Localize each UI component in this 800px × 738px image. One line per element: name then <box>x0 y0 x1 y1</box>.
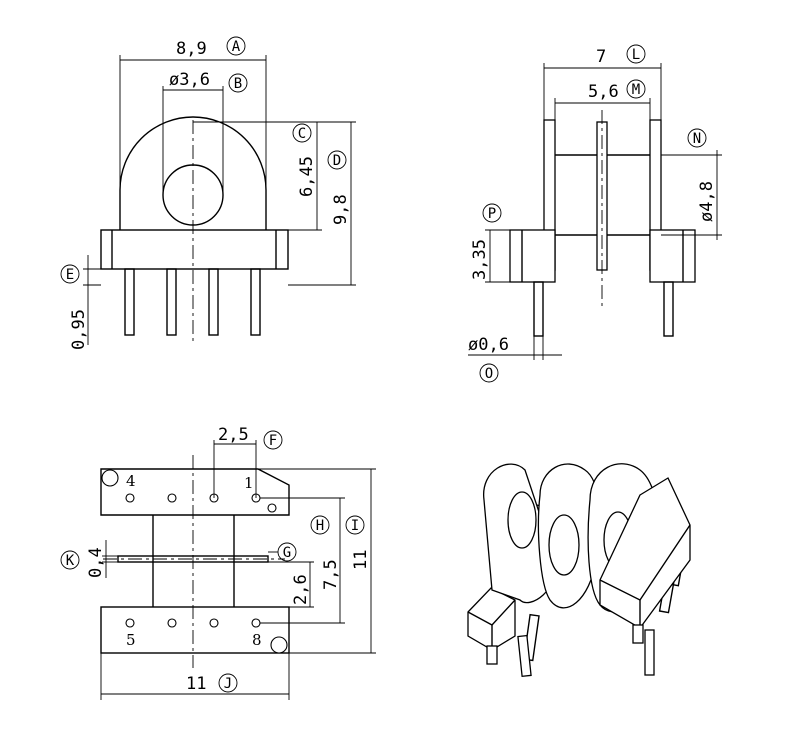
marker-h: H <box>316 518 324 534</box>
bottom-view-bottom-plate <box>100 606 290 654</box>
front-view: 8,9 A ø3,6 B 6,45 C 9,8 D 0,95 E <box>60 36 356 350</box>
side-view-base-right <box>649 229 696 283</box>
dim-f-value: 2,5 <box>218 425 249 445</box>
dim-n-value: ø4,8 <box>697 181 717 222</box>
marker-c: C <box>298 126 306 142</box>
marker-e: E <box>66 267 74 283</box>
marker-n: N <box>693 131 701 147</box>
marker-j: J <box>224 676 232 692</box>
mounting-hole <box>270 636 288 654</box>
marker-p: P <box>488 206 496 222</box>
pin-number-8: 8 <box>252 631 262 649</box>
dim-i-value: 11 <box>351 550 371 570</box>
marker-d: D <box>333 153 341 169</box>
front-view-pin <box>124 268 135 336</box>
dim-m-value: 5,6 <box>588 82 619 102</box>
pin-hole <box>125 493 135 503</box>
dim-c-value: 6,45 <box>297 156 317 197</box>
mounting-hole <box>101 469 119 487</box>
pin-hole <box>251 618 261 628</box>
pin-hole <box>125 618 135 628</box>
bottom-view-top-plate <box>100 468 290 516</box>
marker-g: G <box>283 545 291 561</box>
marker-f: F <box>269 433 277 449</box>
marker-a: A <box>232 39 241 55</box>
front-view-pin <box>166 268 177 336</box>
marker-l: L <box>632 47 640 63</box>
dim-o-value: ø0,6 <box>468 335 509 355</box>
side-view-pin <box>663 281 674 337</box>
pin-hole <box>209 618 219 628</box>
dim-k-value: 0,4 <box>86 547 106 578</box>
dim-b-value: ø3,6 <box>169 70 210 90</box>
dim-l-value: 7 <box>596 47 606 67</box>
pin-hole <box>167 618 177 628</box>
pin-number-4: 4 <box>126 472 136 490</box>
side-view-base-left <box>509 229 556 283</box>
pin-number-1: 1 <box>244 474 254 492</box>
pin-number-5: 5 <box>126 631 136 649</box>
marker-i: I <box>351 518 359 534</box>
dim-p-value: 3,35 <box>470 239 490 280</box>
pin-hole <box>167 493 177 503</box>
marker-o: O <box>485 366 493 382</box>
dim-2-6-value: 2,6 <box>291 574 311 605</box>
side-view: 7 L 5,6 M ø4,8 N 3,35 P ø0,6 O <box>468 44 722 383</box>
dim-e-value: 0,95 <box>69 309 89 350</box>
side-view-pin <box>533 281 544 337</box>
isometric-view <box>467 463 691 678</box>
marker-b: B <box>234 76 242 92</box>
marker-m: M <box>632 82 640 98</box>
dim-h-value: 7,5 <box>321 559 341 590</box>
front-view-bobbin-outline <box>119 116 267 230</box>
pin-hole <box>267 503 277 513</box>
front-view-pin <box>208 268 219 336</box>
bottom-view: 4 1 5 8 2,5 F G 7,5 H 11 I 2,6 <box>60 425 376 700</box>
dim-d-value: 9,8 <box>331 194 351 225</box>
dim-j-value: 11 <box>186 674 206 694</box>
dim-a-value: 8,9 <box>176 39 207 59</box>
front-view-base <box>100 229 289 270</box>
marker-k: K <box>66 553 75 569</box>
front-view-pin <box>250 268 261 336</box>
